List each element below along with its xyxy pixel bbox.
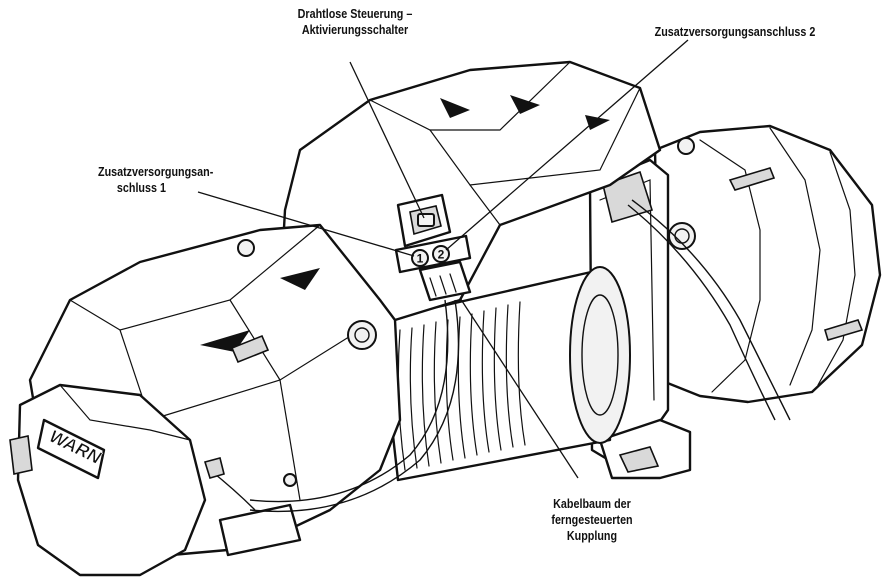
leader-aux2 [445,39,689,251]
label-clutch-harness-line1: Kabelbaum der [553,497,631,511]
leader-lines [197,39,689,479]
label-clutch-harness: Kabelbaum der ferngesteuerten Kupplung [540,496,643,544]
label-wireless-switch-line2: Aktivierungsschalter [301,23,409,37]
label-clutch-harness-line3: Kupplung [566,529,618,543]
label-clutch-harness-line2: ferngesteuerten [551,513,633,527]
gearbox-housing: WARN [9,223,402,577]
leader-switch [349,61,425,219]
label-aux-port-2-line1: Zusatzversorgungsanschluss 2 [654,25,816,39]
label-aux-port-1-line1: Zusatzversorgungsan- [98,165,214,179]
label-wireless-switch: Drahtlose Steuerung – Aktivierungsschalt… [282,6,428,38]
label-aux-port-1-line2: schluss 1 [116,181,166,195]
label-aux-port-1: Zusatzversorgungsan- schluss 1 [98,164,236,196]
cables [203,199,791,513]
control-housing [278,60,662,332]
aux-port-1-number: 1 [417,252,424,266]
aux-port-2-number: 2 [438,248,445,262]
leader-aux1 [197,191,415,257]
right-end-housing [653,124,882,404]
label-wireless-switch-line1: Drahtlose Steuerung – [297,7,413,21]
label-aux-port-2: Zusatzversorgungsanschluss 2 [645,24,826,40]
leader-harness [459,297,579,479]
winch-drum [378,266,631,482]
